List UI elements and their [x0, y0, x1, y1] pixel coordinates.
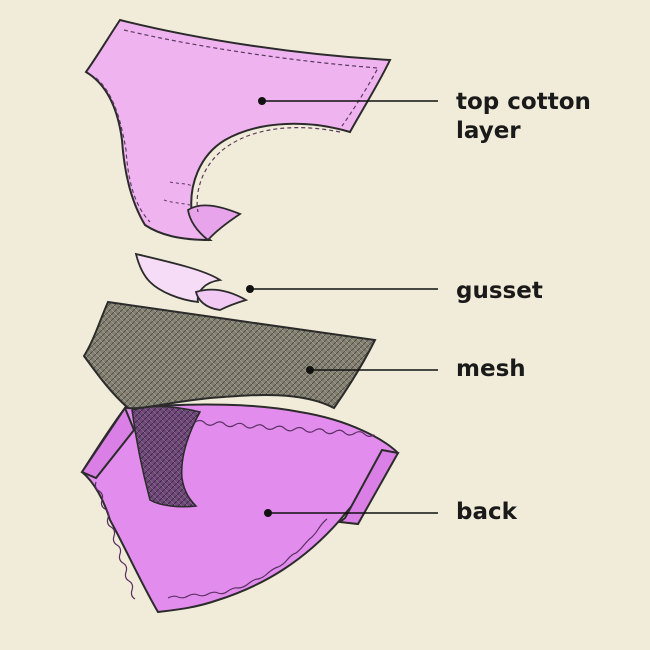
leader-back — [264, 509, 438, 517]
leader-mesh — [306, 366, 438, 374]
label-mesh: mesh — [456, 356, 526, 382]
mesh-piece — [82, 300, 377, 410]
back-piece — [80, 403, 400, 614]
top-cotton-layer-piece — [84, 18, 392, 242]
leader-gusset — [246, 285, 438, 293]
label-back: back — [456, 499, 517, 525]
label-top-cotton-layer: top cotton layer — [456, 89, 591, 144]
label-gusset: gusset — [456, 278, 543, 304]
gusset-piece — [134, 252, 249, 311]
leader-top-cotton-layer — [258, 97, 438, 105]
